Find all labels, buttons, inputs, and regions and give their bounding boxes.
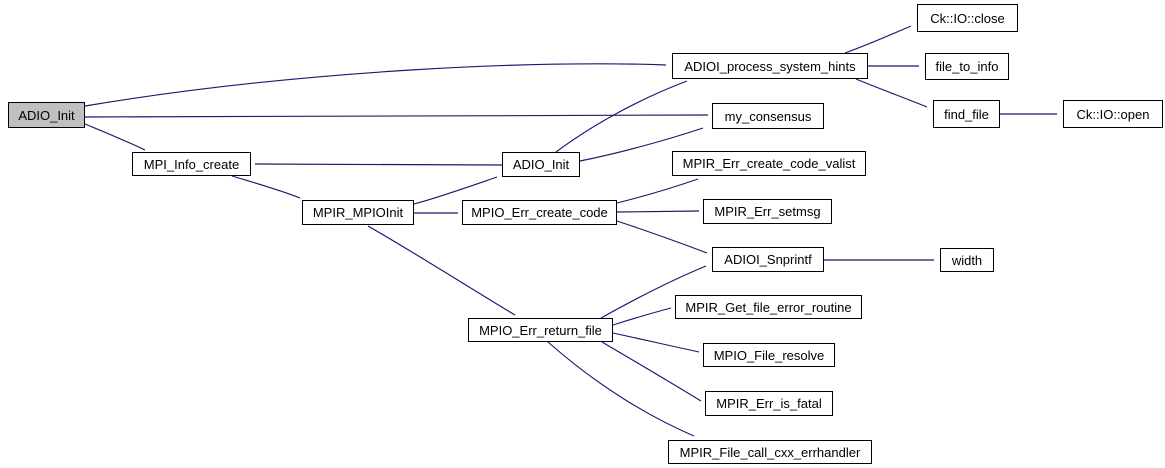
node-file-to-info[interactable]: file_to_info bbox=[925, 53, 1009, 80]
edge-adioi-process-system-hints-to-ck-io-close bbox=[844, 25, 912, 54]
edge-mpio-err-return-file-to-mpio-file-resolve bbox=[612, 332, 700, 353]
node-mpio-err-return-file[interactable]: MPIO_Err_return_file bbox=[468, 318, 613, 342]
node-adio-init-root: ADIO_Init bbox=[8, 102, 85, 128]
edge-adio-init-root-to-adioi-process-system-hints bbox=[84, 63, 667, 107]
node-mpir-get-file-error-routine[interactable]: MPIR_Get_file_error_routine bbox=[675, 295, 862, 319]
edge-mpio-err-return-file-to-mpir-file-call-cxx-errhandler bbox=[547, 341, 695, 437]
node-mpir-file-call-cxx-errhandler[interactable]: MPIR_File_call_cxx_errhandler bbox=[668, 440, 872, 464]
node-mpir-err-setmsg[interactable]: MPIR_Err_setmsg bbox=[703, 199, 832, 224]
edge-adio-init-root-to-my-consensus bbox=[84, 114, 709, 118]
edge-adio-init-to-my-consensus bbox=[579, 127, 704, 162]
node-ck-io-close[interactable]: Ck::IO::close bbox=[917, 4, 1018, 32]
edge-mpio-err-create-code-to-adioi-snprintf bbox=[616, 220, 708, 254]
edge-adio-init-to-adioi-process-system-hints bbox=[555, 80, 688, 153]
node-mpir-mpioinit[interactable]: MPIR_MPIOInit bbox=[302, 200, 414, 225]
node-adio-init[interactable]: ADIO_Init bbox=[502, 152, 580, 177]
edge-adio-init-to-mpi-info-create bbox=[254, 163, 503, 166]
edge-mpi-info-create-to-mpir-mpioinit bbox=[231, 175, 301, 199]
node-adioi-snprintf[interactable]: ADIOI_Snprintf bbox=[712, 247, 824, 272]
node-mpi-info-create[interactable]: MPI_Info_create bbox=[132, 152, 251, 176]
edge-mpir-mpioinit-to-adio-init bbox=[413, 176, 498, 205]
node-ck-io-open[interactable]: Ck::IO::open bbox=[1063, 100, 1163, 128]
edge-mpio-err-create-code-to-mpir-err-create-code-valist bbox=[616, 178, 699, 204]
edge-mpio-err-return-file-to-mpir-get-file-error-routine bbox=[612, 307, 672, 326]
node-width[interactable]: width bbox=[940, 248, 994, 272]
edge-adio-init-root-to-mpi-info-create bbox=[84, 123, 146, 151]
node-find-file[interactable]: find_file bbox=[933, 100, 1000, 128]
edge-mpio-err-return-file-to-mpir-err-is-fatal bbox=[601, 341, 702, 402]
node-adioi-process-system-hints[interactable]: ADIOI_process_system_hints bbox=[672, 53, 868, 79]
node-mpio-err-create-code[interactable]: MPIO_Err_create_code bbox=[462, 200, 617, 225]
edge-mpio-err-return-file-to-adioi-snprintf bbox=[600, 265, 707, 319]
edge-adioi-process-system-hints-to-find-file bbox=[855, 78, 928, 108]
node-mpir-err-create-code-valist[interactable]: MPIR_Err_create_code_valist bbox=[672, 151, 866, 176]
edge-mpio-err-create-code-to-mpir-err-setmsg bbox=[616, 210, 700, 213]
node-my-consensus[interactable]: my_consensus bbox=[712, 103, 824, 129]
node-mpir-err-is-fatal[interactable]: MPIR_Err_is_fatal bbox=[705, 391, 833, 416]
node-mpio-file-resolve[interactable]: MPIO_File_resolve bbox=[703, 343, 835, 367]
edge-mpir-mpioinit-to-mpio-err-return-file bbox=[367, 225, 516, 316]
